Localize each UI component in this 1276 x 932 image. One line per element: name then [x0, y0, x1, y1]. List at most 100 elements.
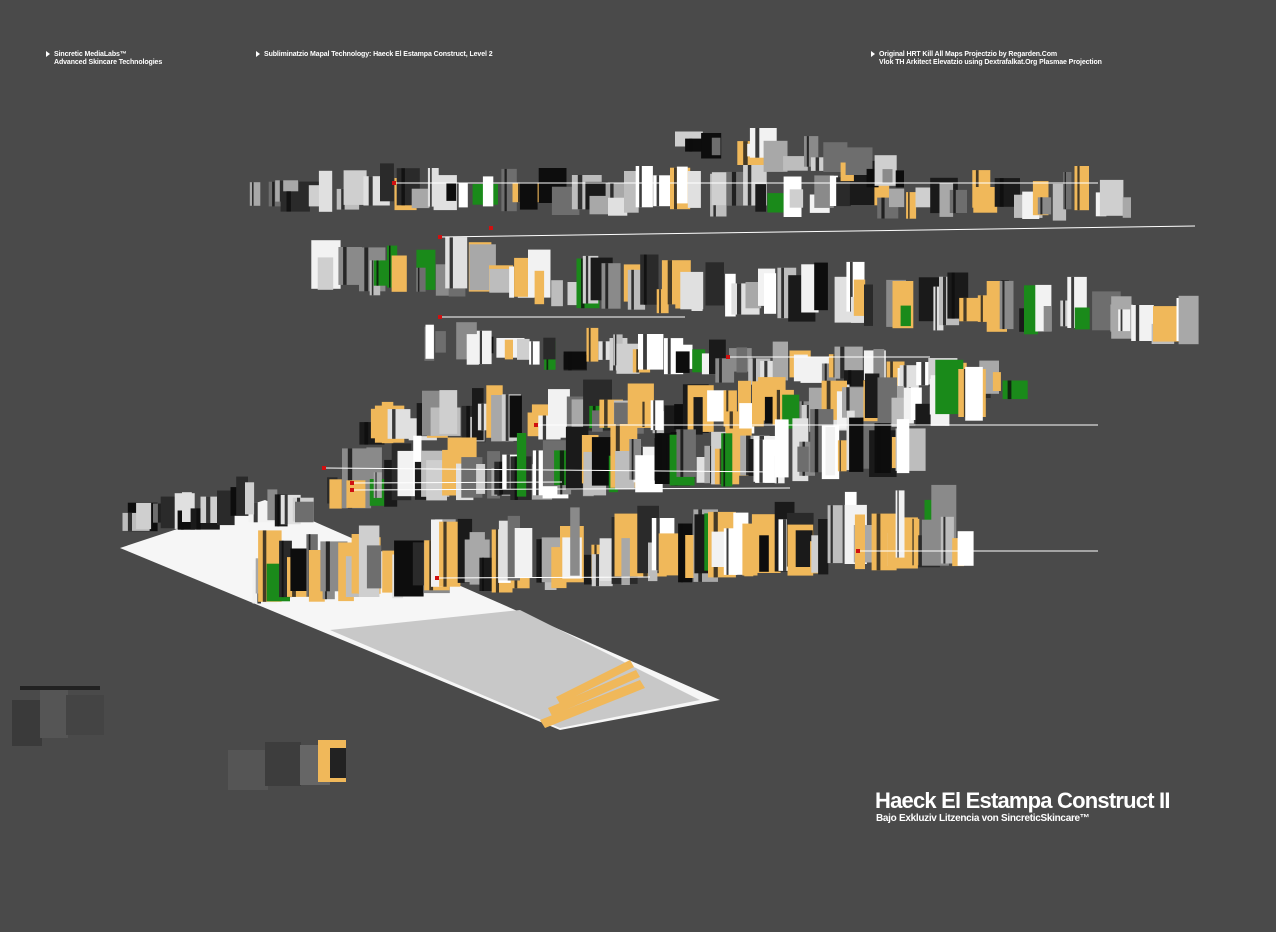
building-block-shade — [953, 189, 956, 213]
building-block-shade — [963, 297, 967, 322]
building-block — [676, 166, 688, 204]
building-block-shade — [643, 334, 647, 370]
building-block-shade — [449, 237, 453, 289]
building-block-shade — [980, 295, 983, 322]
building-block-shade — [999, 178, 1004, 207]
building-block — [245, 482, 255, 515]
building-block — [425, 324, 434, 359]
building-block — [338, 247, 362, 285]
building-block — [426, 460, 447, 501]
building-block-shade — [723, 433, 726, 487]
building-block-shade — [935, 286, 937, 331]
building-block-shade — [615, 334, 617, 366]
building-block — [479, 557, 493, 591]
building-block — [829, 175, 838, 206]
building-block-shade — [466, 405, 470, 443]
building-block-shade — [401, 168, 405, 206]
building-block — [664, 405, 676, 437]
building-block — [906, 192, 917, 219]
building-block — [959, 297, 981, 322]
building-block — [445, 237, 468, 289]
building-block — [543, 337, 556, 360]
building-block — [136, 502, 152, 530]
building-block — [182, 492, 192, 522]
license-subtitle: Bajo Exkluziv Litzencia von SincreticSki… — [876, 813, 1090, 824]
building-block-shade — [1063, 300, 1066, 327]
bullet-triangle-icon — [256, 51, 260, 58]
building-block — [592, 410, 603, 432]
building-block — [825, 427, 836, 476]
building-block — [895, 170, 904, 188]
building-block-shade — [631, 269, 634, 310]
building-block — [516, 433, 527, 497]
building-block-shade — [505, 394, 509, 441]
building-block — [514, 528, 533, 578]
building-block-shade — [536, 450, 539, 496]
building-block-shade — [848, 370, 852, 387]
building-block-shade — [943, 516, 946, 564]
building-block-shade — [610, 182, 614, 205]
building-block-shade — [815, 157, 820, 171]
building-block-shade — [279, 180, 284, 202]
building-block-shade — [577, 175, 583, 210]
building-block — [482, 176, 494, 207]
building-blocks — [122, 128, 1199, 604]
building-block — [844, 370, 865, 387]
building-block-shade — [755, 128, 760, 158]
building-block-shade — [846, 387, 850, 418]
building-block — [509, 395, 522, 438]
building-block — [721, 433, 733, 487]
building-block — [789, 189, 804, 208]
building-block-shade — [680, 429, 684, 477]
building-block-shade — [656, 518, 660, 571]
building-block — [940, 516, 954, 564]
building-block-shade — [850, 261, 853, 312]
building-block — [725, 273, 736, 317]
building-block — [236, 476, 248, 516]
building-block — [382, 550, 396, 593]
building-block — [412, 542, 425, 586]
building-block-shade — [667, 260, 672, 305]
building-block-shade — [881, 197, 885, 219]
building-block — [1002, 380, 1028, 400]
building-block — [489, 268, 511, 293]
building-block-shade — [921, 362, 926, 386]
building-block-shade — [689, 138, 693, 152]
building-block — [939, 183, 954, 217]
building-block — [903, 388, 914, 424]
building-block — [529, 341, 540, 365]
building-block-shade — [876, 513, 881, 571]
building-block-shade — [559, 450, 565, 486]
building-block-shade — [1007, 380, 1012, 400]
building-block-shade — [781, 267, 784, 319]
building-block-shade — [746, 435, 751, 476]
building-block-shade — [877, 423, 881, 473]
building-block — [366, 545, 382, 589]
building-block — [387, 409, 411, 439]
building-block-shade — [595, 554, 599, 587]
building-block-shade — [680, 523, 683, 583]
building-block — [381, 401, 394, 444]
building-block — [290, 548, 311, 591]
building-block-shade — [639, 166, 642, 208]
building-block — [476, 464, 486, 494]
building-block-shade — [674, 167, 677, 210]
building-block — [416, 267, 426, 292]
detached-block-group-bottom — [228, 740, 346, 790]
building-block — [797, 446, 809, 472]
building-block — [570, 507, 580, 576]
building-block-shade — [504, 168, 507, 212]
building-block — [548, 389, 570, 438]
building-block — [563, 351, 587, 370]
building-block — [957, 531, 974, 566]
building-block — [476, 330, 492, 365]
bullet-triangle-icon — [46, 51, 50, 58]
building-block-shade — [392, 409, 396, 439]
building-block — [707, 390, 727, 422]
building-block-shade — [806, 136, 809, 167]
building-block-shade — [643, 254, 647, 305]
building-block — [640, 254, 659, 305]
building-block — [837, 440, 847, 472]
building-block-shade — [272, 181, 275, 207]
building-block — [411, 188, 430, 209]
